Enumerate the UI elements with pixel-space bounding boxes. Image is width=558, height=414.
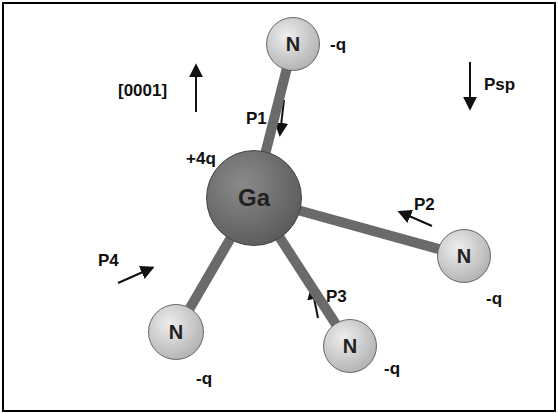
dipole-arrow: [400, 212, 432, 226]
chemical-bond: [279, 237, 336, 325]
chemical-bond: [265, 68, 287, 153]
nitrogen-atom: N: [437, 229, 491, 283]
dipole-arrow: [118, 268, 152, 283]
nitrogen-atom: N: [148, 304, 204, 360]
dipole-label: P1: [246, 110, 267, 127]
dipole-label: P4: [98, 252, 119, 269]
polarization-arrow: [469, 62, 471, 108]
atom-symbol: N: [286, 33, 300, 56]
charge-label: -q: [196, 370, 212, 387]
dipole-label: P3: [326, 288, 347, 305]
atom-symbol: N: [169, 321, 183, 344]
direction-arrow: [195, 66, 197, 112]
polarization-label: Psp: [484, 76, 515, 93]
nitrogen-atom: N: [323, 319, 377, 373]
charge-label: -q: [330, 36, 346, 53]
charge-label: -q: [384, 360, 400, 377]
atom-symbol: N: [457, 245, 471, 268]
dipole-label: P2: [414, 196, 435, 213]
gallium-atom: Ga: [206, 150, 302, 246]
charge-label: +4q: [186, 150, 216, 167]
chemical-bond: [189, 238, 231, 310]
charge-label: -q: [486, 290, 502, 307]
nitrogen-atom: N: [266, 17, 320, 71]
direction-label: [0001]: [118, 82, 167, 99]
atom-symbol: N: [343, 335, 357, 358]
atom-symbol: Ga: [238, 184, 270, 212]
chemical-bond: [298, 210, 440, 249]
